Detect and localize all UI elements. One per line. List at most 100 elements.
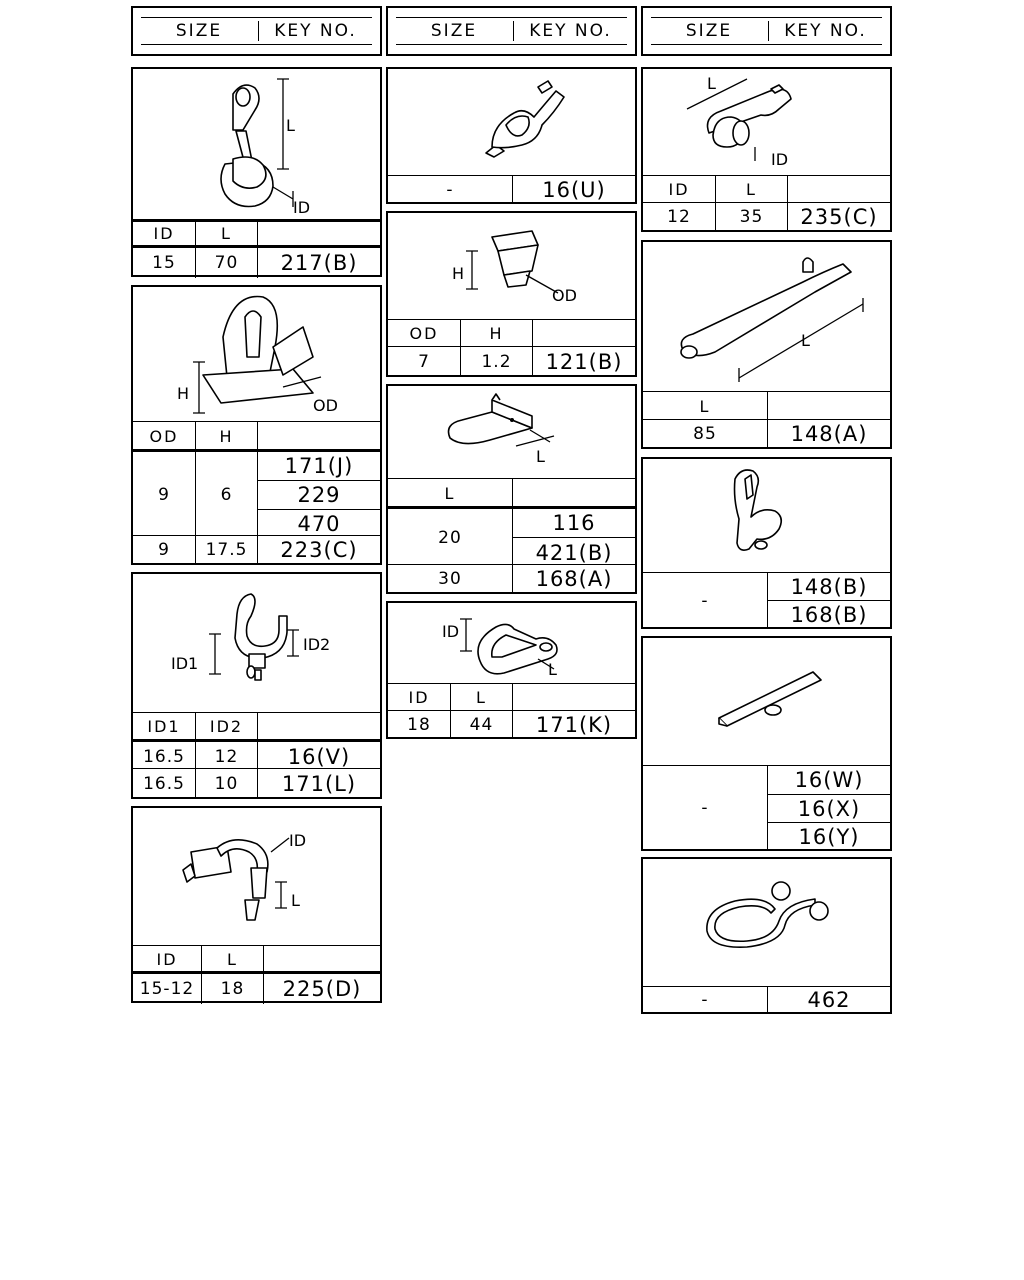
- value-od: 7: [418, 351, 430, 372]
- value-id1: 16.5: [143, 773, 185, 794]
- clip-illustration: [388, 69, 635, 175]
- value-id2: 10: [195, 769, 257, 798]
- header-col3: SIZE KEY NO.: [641, 6, 892, 56]
- size-dash: -: [701, 798, 709, 818]
- col-header-l: L: [699, 396, 711, 416]
- value-h: 17.5: [195, 536, 257, 564]
- clip-illustration: H OD: [388, 213, 635, 319]
- value-l: 30: [438, 569, 462, 589]
- key-number: 16(Y): [798, 824, 860, 849]
- part-panel-148a: L L 85 148(A): [641, 240, 892, 449]
- part-panel-148b: - 148(B) 168(B): [641, 457, 892, 629]
- header-col1: SIZE KEY NO.: [131, 6, 382, 56]
- size-header: SIZE: [430, 21, 478, 41]
- dim-label: L: [291, 891, 300, 910]
- key-number: 171(L): [257, 769, 380, 798]
- size-header: SIZE: [685, 21, 733, 41]
- part-panel-121b: H OD OD H 7 1.2 121(B): [386, 211, 637, 377]
- dim-label: L: [548, 660, 557, 679]
- key-number: 235(C): [787, 203, 890, 231]
- key-number: 16(V): [257, 742, 380, 771]
- dim-label: ID: [293, 198, 310, 217]
- value-id1: 16.5: [143, 746, 185, 767]
- col-header-l: L: [201, 946, 263, 972]
- key-number: 229: [297, 483, 341, 507]
- tie-illustration: L: [643, 242, 890, 391]
- part-panel-217b: L ID ID L 15 70 217(B): [131, 67, 382, 278]
- dim-label: H: [177, 384, 189, 403]
- col-header-l: L: [715, 176, 787, 203]
- key-number: 148(A): [767, 420, 890, 448]
- dim-label: OD: [313, 396, 338, 415]
- dim-label: ID: [771, 150, 788, 169]
- clip-illustration: L ID: [643, 69, 890, 175]
- value-od: 9: [158, 540, 170, 560]
- value-h: 6: [195, 452, 257, 538]
- clip-illustration: ID L: [133, 808, 380, 945]
- part-panel-116: L L 20 116 421(B) 30 168(A): [386, 384, 637, 594]
- col-header-l: L: [450, 684, 512, 711]
- value-l: 44: [450, 711, 512, 739]
- col-header-id: ID: [156, 949, 178, 969]
- col-header-id: ID: [668, 180, 690, 199]
- value-l: 20: [438, 528, 462, 548]
- col-header-h: H: [195, 422, 257, 450]
- key-number: 421(B): [535, 540, 613, 565]
- key-number: 217(B): [257, 248, 380, 278]
- dim-label: L: [286, 116, 295, 135]
- dim-label: L: [536, 447, 545, 466]
- key-number: 116: [552, 511, 596, 535]
- size-dash: -: [446, 179, 454, 200]
- key-number: 171(J): [284, 454, 354, 478]
- dim-label: ID: [442, 622, 459, 641]
- key-number: 16(X): [797, 796, 861, 821]
- key-number: 470: [297, 512, 341, 536]
- value-id: 15-12: [139, 979, 195, 999]
- dim-label: ID2: [303, 635, 330, 654]
- key-number: 148(B): [790, 574, 868, 599]
- col-header-id: ID: [408, 688, 430, 707]
- dim-label: L: [801, 331, 810, 350]
- value-od: 9: [158, 485, 170, 505]
- value-id: 12: [667, 207, 691, 227]
- twist-tie-illustration: [643, 859, 890, 986]
- clip-illustration: ID2 ID1: [133, 574, 380, 712]
- value-l: 85: [693, 424, 717, 444]
- key-number: 121(B): [532, 347, 635, 376]
- part-panel-171j: H OD OD H 9 6 171(J) 229 470 9 17.5 223(…: [131, 285, 382, 565]
- value-l: 35: [715, 203, 787, 231]
- col-header-h: H: [460, 320, 532, 347]
- part-panel-16w: - 16(W) 16(X) 16(Y): [641, 636, 892, 851]
- dim-label: H: [452, 264, 464, 283]
- col-header-l: L: [444, 483, 456, 503]
- key-number: 16(W): [794, 768, 864, 792]
- key-no-header: KEY NO.: [274, 21, 357, 41]
- key-no-header: KEY NO.: [784, 21, 867, 41]
- part-panel-225d: ID L ID L 15-12 18 225(D): [131, 806, 382, 1004]
- clip-illustration: L ID: [133, 69, 380, 219]
- key-number: 462: [767, 987, 890, 1013]
- key-number: 16(U): [512, 176, 635, 203]
- part-panel-16u: - 16(U): [386, 67, 637, 204]
- col-header-l: L: [195, 220, 257, 246]
- size-dash: -: [701, 590, 709, 611]
- value-l: 18: [201, 974, 263, 1004]
- key-number: 223(C): [257, 536, 380, 564]
- col-header-id2: ID2: [195, 713, 257, 740]
- dim-label: L: [707, 74, 716, 93]
- clip-illustration: H OD: [133, 287, 380, 421]
- col-header-od: OD: [149, 426, 179, 446]
- dim-label: OD: [552, 286, 577, 305]
- clip-illustration: L: [388, 386, 635, 478]
- key-number: 168(B): [790, 602, 868, 627]
- key-number: 168(A): [512, 565, 635, 593]
- key-number: 171(K): [512, 711, 635, 739]
- size-header: SIZE: [175, 21, 223, 41]
- value-id2: 12: [195, 742, 257, 771]
- part-panel-235c: L ID ID L 12 35 235(C): [641, 67, 892, 232]
- clip-illustration: ID L: [388, 603, 635, 683]
- value-id: 18: [407, 715, 431, 735]
- value-id: 15: [152, 253, 176, 273]
- value-l: 70: [195, 248, 257, 278]
- part-panel-462: - 462: [641, 857, 892, 1014]
